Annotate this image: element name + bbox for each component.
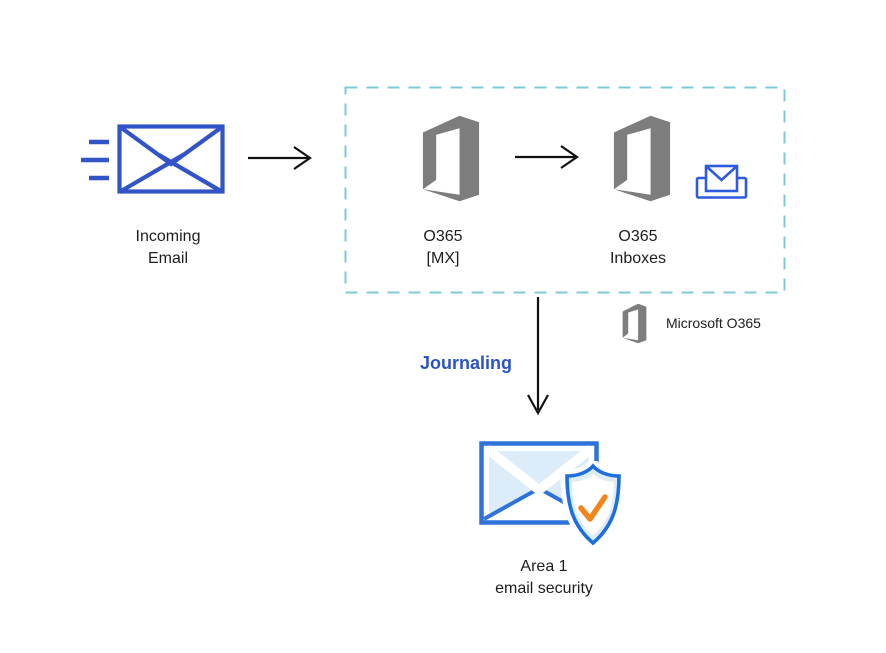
inbox-icon — [695, 164, 748, 199]
arrow-right-icon — [515, 145, 579, 169]
office365-legend-icon — [622, 303, 647, 344]
o365-mx-label: O365 [MX] — [423, 228, 463, 267]
o365-inboxes-label: O365 Inboxes — [609, 228, 667, 267]
microsoft-o365-legend-label: Microsoft O365 — [666, 315, 761, 331]
journaling-label: Journaling — [419, 353, 513, 373]
incoming-email-label: Incoming Email — [135, 228, 201, 267]
office365-inboxes-icon — [613, 115, 671, 202]
speed-lines-icon — [81, 139, 109, 181]
arrow-right-icon — [248, 146, 312, 170]
arrow-down-icon — [527, 297, 549, 416]
incoming-email-icon — [117, 124, 225, 194]
shield-check-icon — [560, 461, 626, 549]
o365-group-box — [344, 86, 786, 294]
area1-label: Area 1 email security — [495, 558, 593, 597]
office365-mx-icon — [422, 115, 480, 202]
